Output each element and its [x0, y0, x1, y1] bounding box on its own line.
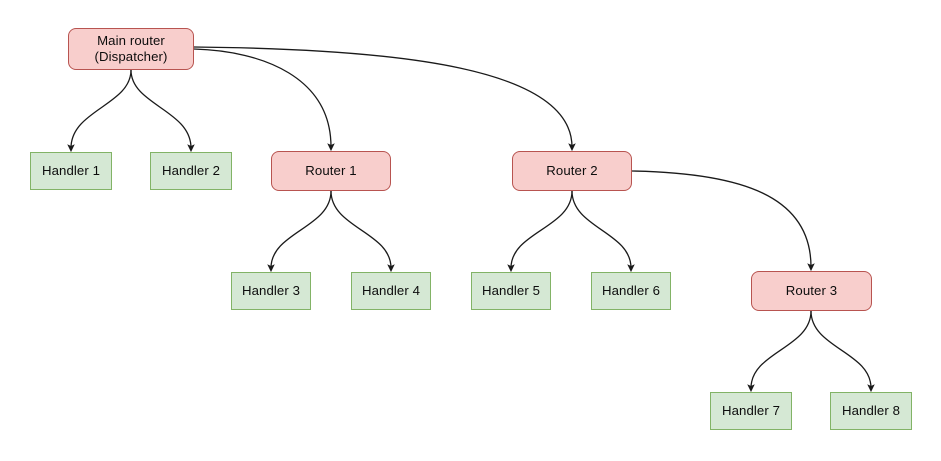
node-handler-3[interactable]: Handler 3	[231, 272, 311, 310]
node-label-handler-7: Handler 7	[721, 402, 781, 418]
node-label-handler-2: Handler 2	[161, 162, 221, 178]
node-handler-6[interactable]: Handler 6	[591, 272, 671, 310]
node-router-2[interactable]: Router 2	[512, 151, 632, 191]
node-label-handler-5: Handler 5	[481, 282, 541, 298]
edge-router2-to-handler-5	[507, 190, 573, 273]
edge-main-to-router-2	[193, 46, 576, 152]
node-router-3[interactable]: Router 3	[751, 271, 872, 311]
node-label-router-1: Router 1	[305, 162, 357, 178]
edge-router3-to-handler-7	[747, 310, 812, 393]
edge-router1-to-handler-3	[267, 190, 332, 273]
edge-router1-to-handler-4	[330, 190, 395, 273]
node-main-router[interactable]: Main router (Dispatcher)	[68, 28, 194, 70]
node-handler-1[interactable]: Handler 1	[30, 152, 112, 190]
node-handler-2[interactable]: Handler 2	[150, 152, 232, 190]
node-label-router-3: Router 3	[785, 282, 838, 298]
edge-router3-to-handler-8	[810, 310, 875, 393]
node-handler-5[interactable]: Handler 5	[471, 272, 551, 310]
node-label-handler-8: Handler 8	[841, 402, 901, 418]
edge-main-to-handler-1	[67, 69, 132, 153]
node-label-handler-1: Handler 1	[41, 162, 101, 178]
node-label-main-router: Main router (Dispatcher)	[94, 32, 168, 64]
edge-main-to-handler-2	[130, 69, 195, 153]
edge-main-to-router-1	[193, 48, 335, 152]
node-router-1[interactable]: Router 1	[271, 151, 391, 191]
edge-router2-to-handler-6	[571, 190, 635, 273]
node-handler-4[interactable]: Handler 4	[351, 272, 431, 310]
edge-group	[67, 46, 875, 393]
node-label-router-2: Router 2	[546, 162, 598, 178]
node-label-handler-3: Handler 3	[241, 282, 301, 298]
node-label-handler-4: Handler 4	[361, 282, 421, 298]
node-handler-8[interactable]: Handler 8	[830, 392, 912, 430]
node-label-handler-6: Handler 6	[601, 282, 661, 298]
edge-router2-to-router-3	[631, 170, 815, 272]
node-handler-7[interactable]: Handler 7	[710, 392, 792, 430]
